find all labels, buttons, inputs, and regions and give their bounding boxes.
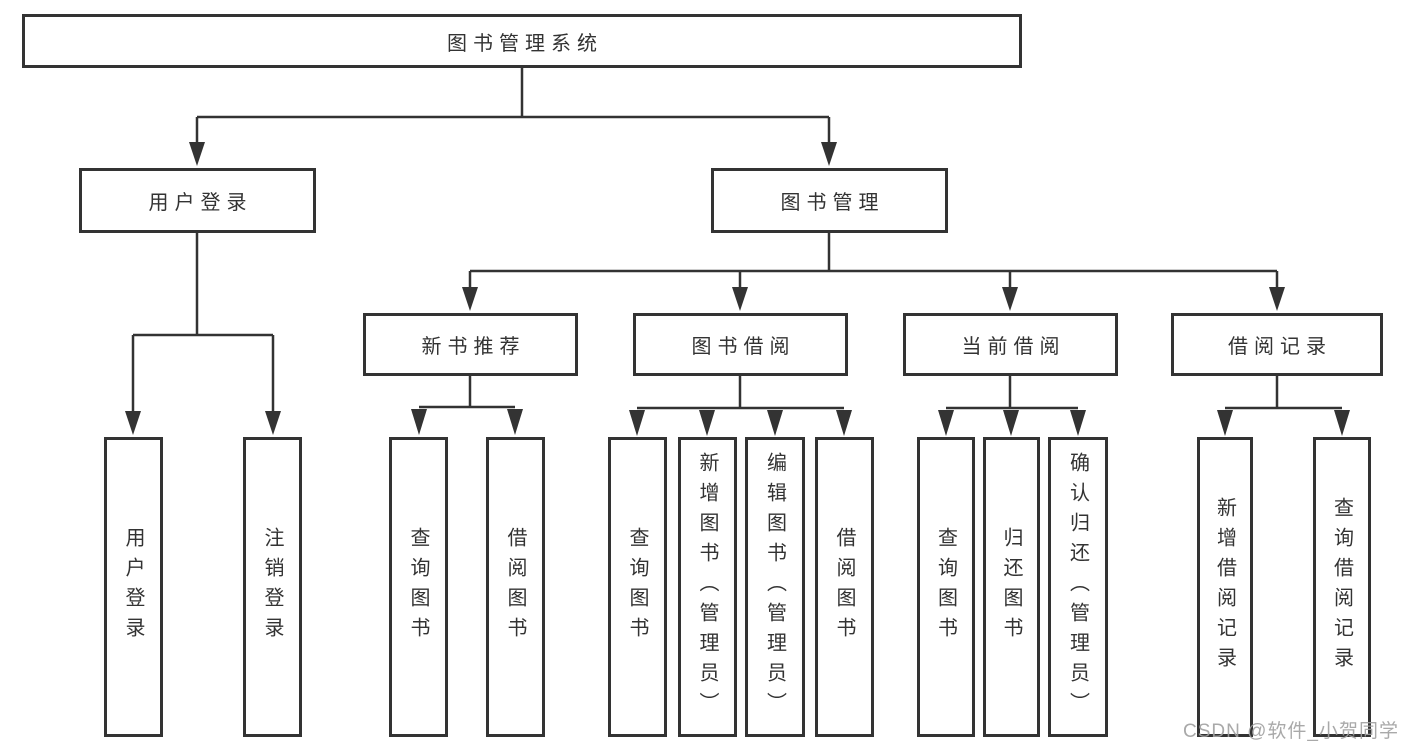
node-book-borrow: 图书借阅 <box>633 313 848 376</box>
node-label: 图书管理 <box>780 192 885 214</box>
arrow-down-icon <box>767 410 783 436</box>
node-leaf-confirm-return-admin: 确认归还（管理员） <box>1048 437 1108 737</box>
arrow-down-icon <box>189 142 205 166</box>
arrow-down-icon <box>1269 287 1285 311</box>
node-current-borrow: 当前借阅 <box>903 313 1118 376</box>
arrow-down-icon <box>411 409 427 435</box>
node-leaf-query-book: 查询图书 <box>608 437 667 737</box>
connector-records-to-children <box>1217 376 1350 436</box>
node-borrow-records: 借阅记录 <box>1171 313 1383 376</box>
arrow-down-icon <box>836 410 852 436</box>
node-leaf-add-borrow-record: 新增借阅记录 <box>1197 437 1253 737</box>
node-leaf-edit-book-admin: 编辑图书（管理员） <box>745 437 805 737</box>
node-leaf-borrow-book: 借阅图书 <box>486 437 545 737</box>
node-leaf-return-book: 归还图书 <box>983 437 1040 737</box>
arrow-down-icon <box>699 410 715 436</box>
arrow-down-icon <box>1217 410 1233 436</box>
node-label: 当前借阅 <box>961 336 1066 358</box>
node-label: 新增图书（管理员） <box>696 452 718 722</box>
connector-root-to-level2 <box>189 68 837 166</box>
arrow-down-icon <box>507 409 523 435</box>
arrow-down-icon <box>1003 410 1019 436</box>
arrow-down-icon <box>1002 287 1018 311</box>
connector-login-to-children <box>125 233 281 435</box>
arrow-down-icon <box>1070 410 1086 436</box>
node-leaf-query-borrow-record: 查询借阅记录 <box>1313 437 1371 737</box>
node-user-login: 用户登录 <box>79 168 316 233</box>
arrow-down-icon <box>125 411 141 435</box>
node-label: 归还图书 <box>1000 527 1022 647</box>
arrow-down-icon <box>732 287 748 311</box>
node-label: 图书借阅 <box>691 336 796 358</box>
node-label: 新书推荐 <box>421 336 526 358</box>
connector-newbook-to-children <box>411 376 523 435</box>
node-label: 查询借阅记录 <box>1330 497 1353 677</box>
connector-mgmt-to-level3 <box>462 233 1285 311</box>
node-label: 用户登录 <box>148 192 253 214</box>
node-book-management: 图书管理 <box>711 168 948 233</box>
node-leaf-add-book-admin: 新增图书（管理员） <box>678 437 737 737</box>
node-label: 新增借阅记录 <box>1213 497 1236 677</box>
csdn-watermark: CSDN @软件_小贺同学 <box>1183 721 1399 742</box>
node-leaf-logout: 注销登录 <box>243 437 302 737</box>
node-new-book-recommend: 新书推荐 <box>363 313 578 376</box>
arrow-down-icon <box>821 142 837 166</box>
node-label: 图书管理系统 <box>447 32 603 55</box>
node-label: 用户登录 <box>122 527 144 647</box>
node-leaf-query-book: 查询图书 <box>389 437 448 737</box>
arrow-down-icon <box>938 410 954 436</box>
connector-borrow-to-children <box>629 376 852 436</box>
node-label: 查询图书 <box>934 527 957 647</box>
node-leaf-borrow-book: 借阅图书 <box>815 437 874 737</box>
arrow-down-icon <box>1334 410 1350 436</box>
node-label: 查询图书 <box>407 527 429 647</box>
node-leaf-query-book: 查询图书 <box>917 437 975 737</box>
node-system-root: 图书管理系统 <box>22 14 1022 68</box>
node-label: 注销登录 <box>261 527 283 647</box>
node-label: 借阅图书 <box>504 527 526 647</box>
node-label: 借阅记录 <box>1228 336 1332 358</box>
node-label: 查询图书 <box>626 527 648 647</box>
arrow-down-icon <box>629 410 645 436</box>
node-label: 确认归还（管理员） <box>1066 452 1089 722</box>
arrow-down-icon <box>265 411 281 435</box>
connector-current-to-children <box>938 376 1086 436</box>
node-leaf-user-login: 用户登录 <box>104 437 163 737</box>
arrow-down-icon <box>462 287 478 311</box>
node-label: 借阅图书 <box>833 527 855 647</box>
node-label: 编辑图书（管理员） <box>763 452 786 722</box>
